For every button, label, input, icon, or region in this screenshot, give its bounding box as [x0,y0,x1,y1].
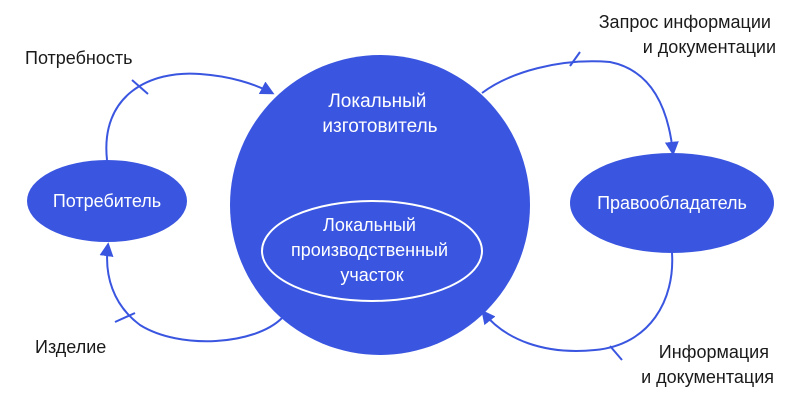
rights-holder-node [570,153,774,253]
local-manufacturer-node [230,55,530,355]
need-label: Потребность [25,48,133,68]
info-docs-arrow-tick [609,345,623,361]
production-site-label-line3: участок [340,265,403,285]
need-arrow [105,72,275,161]
product-label: Изделие [35,337,106,357]
consumer-node [27,160,187,242]
info-docs-label-line1: Информация [659,342,769,362]
production-site-label-line1: Локальный [323,215,416,235]
info-request-label-line1: Запрос информации [599,12,771,32]
product-arrow [99,242,283,343]
production-site-label-line2: производственный [291,240,448,260]
svg-text:Локальный производственный: Локальный производственный участок [291,215,453,285]
info-request-arrow [481,60,679,156]
info-request-arrow-tick [569,51,581,67]
svg-text:Информация и документация: Информация и документация [641,342,774,387]
info-docs-label-line2: и документация [641,367,774,387]
production-site-node [261,200,483,302]
info-docs-arrow [481,252,674,352]
local-manufacturer-label-line1: Локальный [328,91,426,112]
local-manufacturer-label-line2: изготовитель [322,116,437,137]
rights-holder-label: Правообладатель [597,193,747,213]
consumer-label: Потребитель [53,191,161,211]
need-arrow-tick [131,79,149,95]
info-request-label-line2: и документации [643,37,776,57]
svg-text:Запрос информации и докуме: Запрос информации и документации [599,12,776,57]
svg-text:Локальный изготовитель: Локальный изготовитель [322,91,437,137]
product-arrow-tick [114,312,136,323]
